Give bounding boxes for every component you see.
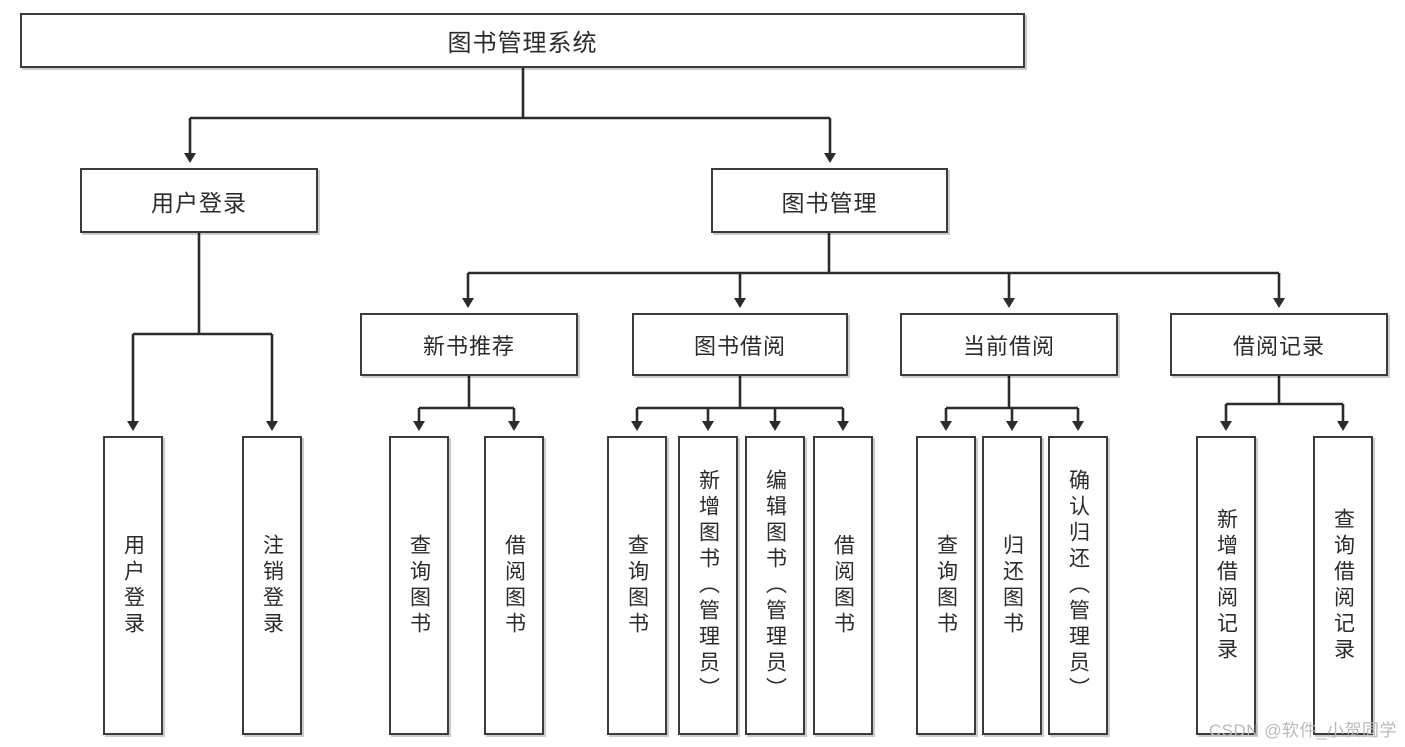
leaf-label: 查询借阅记录	[1331, 507, 1355, 664]
node-current-borrow[interactable]: 当前借阅	[900, 313, 1118, 376]
leaf-node[interactable]: 查询图书	[607, 436, 667, 735]
leaf-label: 注销登录	[260, 533, 284, 638]
leaf-node[interactable]: 确认归还（管理员）	[1048, 436, 1108, 735]
leaf-label: 用户登录	[121, 533, 145, 638]
leaf-label: 借阅图书	[831, 533, 855, 638]
node-book-management[interactable]: 图书管理	[711, 168, 948, 233]
node-label: 借阅记录	[1232, 333, 1325, 359]
node-borrow-record[interactable]: 借阅记录	[1170, 313, 1388, 376]
leaf-node[interactable]: 编辑图书（管理员）	[745, 436, 805, 735]
leaf-node[interactable]: 借阅图书	[484, 436, 544, 735]
leaf-label: 查询图书	[934, 533, 958, 638]
leaf-node[interactable]: 新增借阅记录	[1196, 436, 1256, 735]
node-label: 图书管理	[781, 189, 878, 216]
node-label: 图书借阅	[693, 333, 786, 359]
leaf-label: 查询图书	[407, 533, 431, 638]
node-book-borrow[interactable]: 图书借阅	[632, 313, 848, 376]
leaf-node[interactable]: 查询借阅记录	[1313, 436, 1373, 735]
leaf-label: 新增借阅记录	[1214, 507, 1238, 664]
node-label: 新书推荐	[422, 333, 515, 359]
leaf-node[interactable]: 新增图书（管理员）	[678, 436, 738, 735]
node-user-login[interactable]: 用户登录	[80, 168, 318, 233]
node-root-label: 图书管理系统	[447, 30, 598, 57]
leaf-node[interactable]: 借阅图书	[813, 436, 873, 735]
leaf-node[interactable]: 用户登录	[103, 436, 163, 735]
leaf-node[interactable]: 归还图书	[982, 436, 1042, 735]
leaf-label: 查询图书	[625, 533, 649, 638]
leaf-label: 借阅图书	[502, 533, 526, 638]
node-label: 用户登录	[151, 189, 247, 216]
node-root[interactable]: 图书管理系统	[20, 13, 1025, 68]
leaf-node[interactable]: 注销登录	[242, 436, 302, 735]
leaf-label: 归还图书	[1000, 533, 1024, 638]
leaf-node[interactable]: 查询图书	[389, 436, 449, 735]
leaf-node[interactable]: 查询图书	[916, 436, 976, 735]
node-new-book-recommend[interactable]: 新书推荐	[360, 313, 578, 376]
leaf-label: 新增图书（管理员）	[696, 468, 720, 703]
leaf-label: 编辑图书（管理员）	[763, 468, 787, 703]
leaf-label: 确认归还（管理员）	[1066, 468, 1090, 703]
watermark: CSDN @软件_小贺同学	[1208, 721, 1397, 740]
node-label: 当前借阅	[962, 333, 1055, 359]
